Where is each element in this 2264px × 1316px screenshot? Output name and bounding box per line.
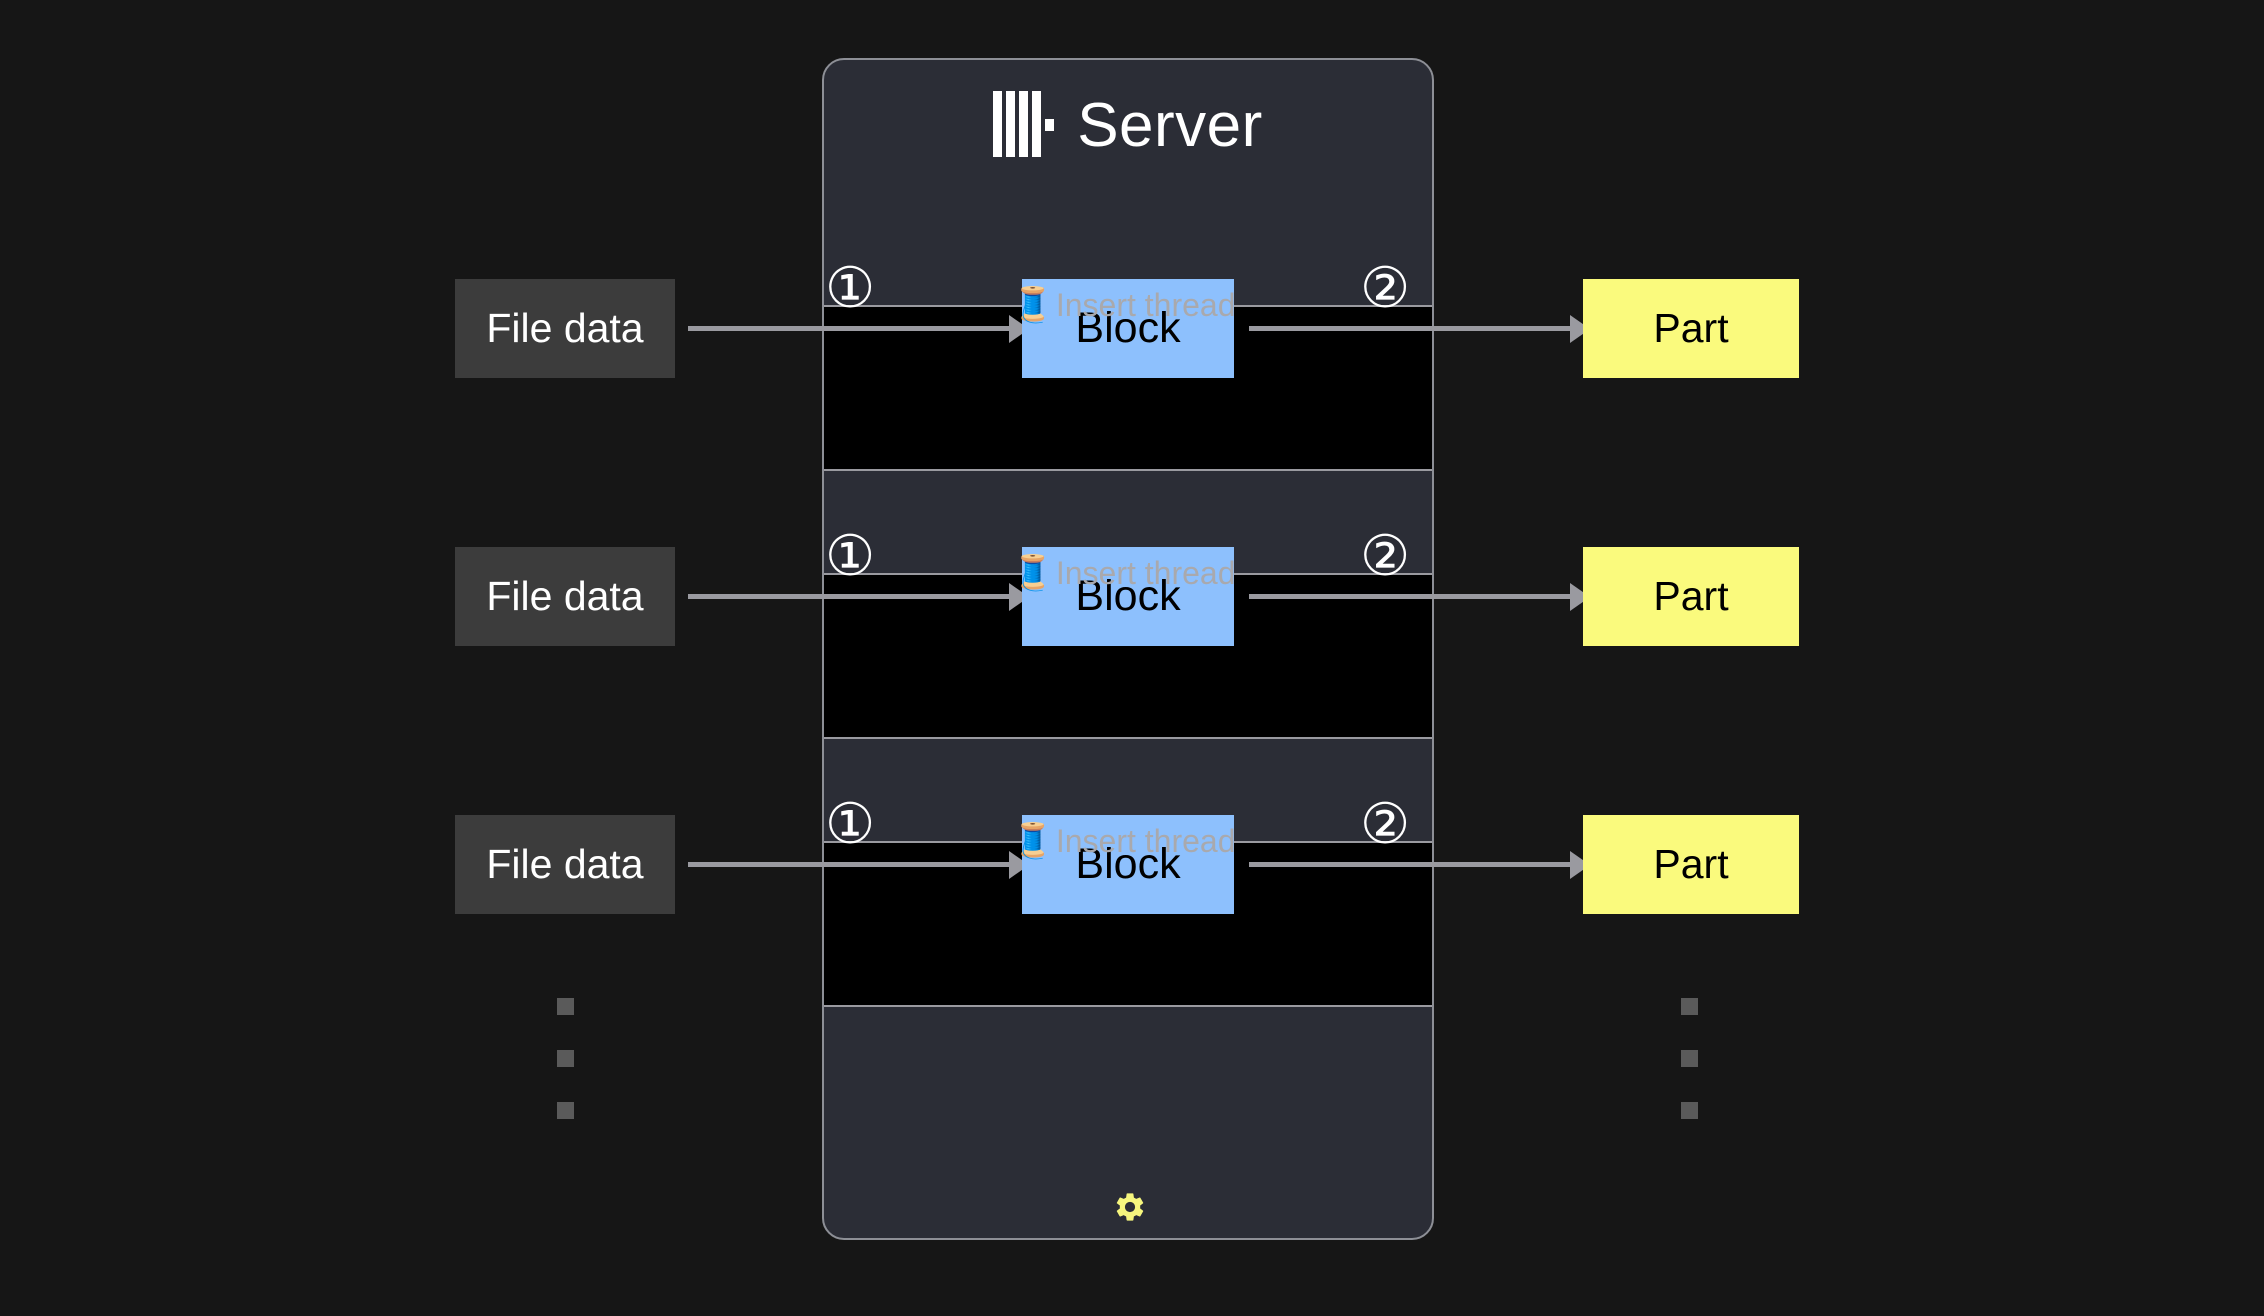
part-label: Part [1653,841,1729,887]
arrow-block-to-part [1249,326,1574,331]
thread-spool-icon: 🧵 [1011,286,1054,324]
insert-thread-label: 🧵 Insert thread [1012,288,1236,322]
arrow-file-to-block [688,326,1013,331]
clickhouse-logo-icon [993,90,1055,162]
block-box: Block [1022,815,1234,914]
step-number-2: ② [1360,524,1411,587]
ellipsis-square [557,998,574,1015]
insert-thread-label: 🧵 Insert thread [1012,824,1236,858]
thread-spool-icon: 🧵 [1011,554,1054,592]
block-label: Block [1075,304,1181,352]
insert-thread-text: Insert thread [1055,823,1236,859]
block-box: Block [1022,279,1234,378]
step-number-2: ② [1360,792,1411,855]
ellipsis-square [1681,998,1698,1015]
file-data-label: File data [486,305,644,351]
arrow-file-to-block [688,594,1013,599]
part-label: Part [1653,573,1729,619]
step-number-1: ① [825,524,876,587]
server-panel: Server 🧵 Insert thread 🧵 Insert thread 🧵… [822,58,1434,1240]
part-box: Part [1583,279,1799,378]
ellipsis-dots-left [557,998,574,1119]
block-label: Block [1075,572,1181,620]
part-box: Part [1583,547,1799,646]
file-data-label: File data [486,573,644,619]
part-label: Part [1653,305,1729,351]
thread-spool-icon: 🧵 [1011,822,1054,860]
ellipsis-square [1681,1102,1698,1119]
block-box: Block [1022,547,1234,646]
insert-thread-text: Insert thread [1055,287,1236,323]
insert-thread-text: Insert thread [1055,555,1236,591]
ellipsis-square [557,1102,574,1119]
step-number-1: ① [825,792,876,855]
arrow-block-to-part [1249,862,1574,867]
step-number-1: ① [825,256,876,319]
step-number-2: ② [1360,256,1411,319]
gear-icon [1113,1190,1147,1229]
file-data-box: File data [455,279,675,378]
file-data-box: File data [455,815,675,914]
insert-thread-label: 🧵 Insert thread [1012,556,1236,590]
arrow-file-to-block [688,862,1013,867]
setting-footer: max_insert_threads [824,1190,1432,1239]
server-header: Server [824,60,1432,192]
file-data-label: File data [486,841,644,887]
part-box: Part [1583,815,1799,914]
setting-name: max_insert_threads [936,1237,1324,1239]
block-label: Block [1075,840,1181,888]
file-data-box: File data [455,547,675,646]
ellipsis-square [1681,1050,1698,1067]
ellipsis-dots-right [1681,998,1698,1119]
arrow-block-to-part [1249,594,1574,599]
ellipsis-square [557,1050,574,1067]
server-title: Server [1077,91,1263,160]
